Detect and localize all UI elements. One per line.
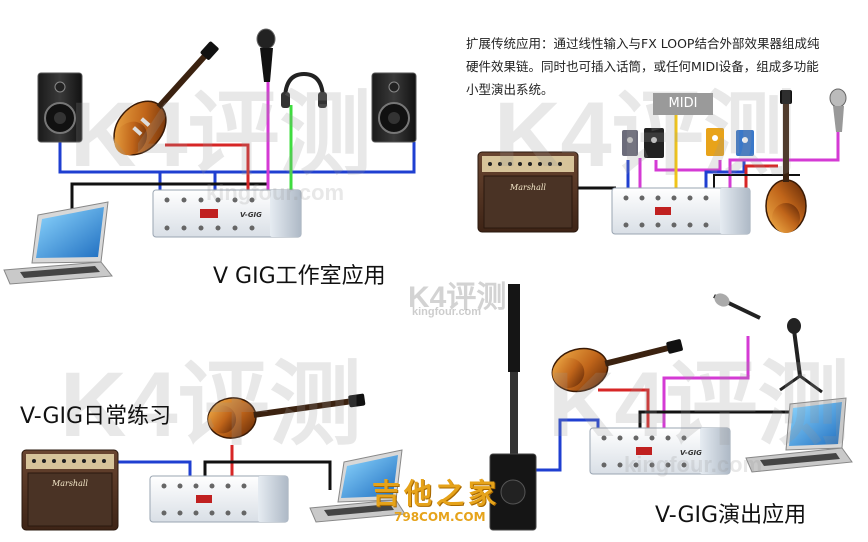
watermark-k4-4: K4评测: [548, 354, 850, 456]
vgig-unit-live: V-GIG: [589, 427, 731, 475]
laptop-icon-2: [309, 449, 406, 523]
watermark-center-logo: K4评测: [408, 281, 507, 314]
watermark-center-url: kingfour.com: [412, 306, 482, 318]
caption-practice: V-GIG日常练习: [20, 404, 172, 429]
cable-red-guitar-2: [744, 164, 778, 188]
watermark-url: kingfour.com: [206, 180, 345, 205]
extended-description: 扩展传统应用：通过线性输入与FX LOOP结合外部效果器组成纯 硬件效果链。同时…: [466, 32, 864, 101]
site-logo: 吉他之家: [372, 477, 501, 510]
guitar-icon-upright: [765, 90, 807, 233]
cable-blue-loop: [704, 160, 746, 188]
amp-brand-label-2: Marshall: [51, 479, 88, 488]
studio-monitor-right: [371, 72, 417, 143]
cable-blue-pa: [528, 418, 600, 472]
caption-studio: V GIG工作室应用: [213, 264, 386, 289]
caption-live: V-GIG演出应用: [655, 503, 807, 528]
description-line-1: 扩展传统应用：通过线性输入与FX LOOP结合外部效果器组成纯: [466, 36, 820, 51]
vgig-unit-extended: [611, 187, 751, 235]
cable-blue-monitor-right: [160, 142, 416, 174]
scene-extended: Marshall: [477, 88, 847, 235]
cable-black-extra: [713, 174, 800, 188]
amp-icon: Marshall: [477, 151, 579, 233]
watermark-k4-2: K4评测: [494, 84, 796, 186]
microphone-icon-2: [829, 88, 847, 132]
cable-magenta-mic-3: [662, 336, 750, 428]
pedal-icon: [622, 128, 754, 158]
guitar-icon: [113, 41, 219, 156]
guitar-icon-3: [551, 339, 683, 393]
cable-red-guitar: [165, 143, 250, 190]
studio-monitor-left: [37, 72, 83, 143]
vgig-brand-label-live: V-GIG: [680, 449, 702, 457]
vgig-unit-studio: V-GIG: [152, 189, 302, 238]
scene-practice: Marshall: [21, 393, 406, 531]
watermark-k4: K4评测: [70, 84, 372, 186]
pa-speaker-icon: [489, 284, 537, 531]
microphone-icon: [256, 28, 276, 82]
scene-studio: V-GIG: [3, 28, 417, 285]
cable-blue-amp-2: [118, 460, 192, 476]
guitar-icon-2: [207, 393, 366, 439]
midi-label: MIDI: [653, 93, 713, 115]
site-url: 798COM.COM: [394, 510, 486, 524]
mic-stand-icon: [713, 293, 823, 394]
watermark-url-2: kingfour.com: [624, 452, 763, 477]
laptop-icon-3: [745, 397, 853, 473]
scene-live: V-GIG: [489, 284, 853, 531]
laptop-icon: [3, 201, 113, 285]
cable-magenta-loop: [654, 160, 722, 172]
vgig-brand-label: V-GIG: [240, 211, 262, 219]
vgig-unit-practice: [149, 475, 289, 523]
cable-usb-laptop-2: [203, 460, 332, 490]
cable-red-guitar-4: [598, 388, 650, 428]
description-line-3: 小型演出系统。: [466, 82, 554, 97]
headphones-icon: [281, 71, 327, 108]
description-line-2: 硬件效果链。同时也可插入话筒，或任何MIDI设备，组成多功能: [466, 59, 819, 74]
cable-blue-monitor-left: [58, 142, 162, 190]
amp-brand-label: Marshall: [509, 183, 546, 192]
watermark-k4-3: K4评测: [60, 354, 362, 456]
amp-icon-2: Marshall: [21, 449, 119, 531]
